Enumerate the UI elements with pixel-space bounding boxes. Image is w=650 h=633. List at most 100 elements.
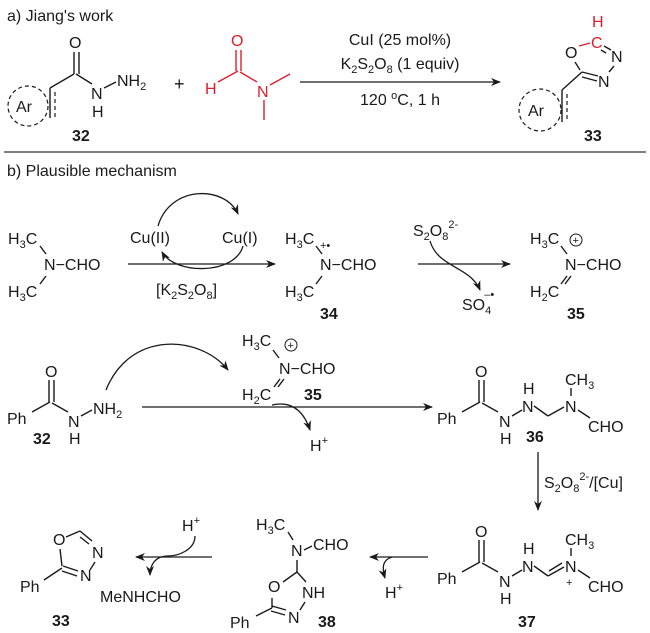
svg-text:H3C: H3C <box>8 284 37 304</box>
svg-text:Ph: Ph <box>437 411 457 428</box>
svg-text:H: H <box>523 541 535 558</box>
condition-temperature: 120 oC, 1 h <box>360 90 440 109</box>
cu-ii-label: Cu(II) <box>130 230 170 247</box>
compound-32-structure: Ar O N H NH2 <box>7 35 146 127</box>
compound-label-33a: 33 <box>584 128 602 145</box>
positive-charge-icon <box>284 338 298 352</box>
svg-text:N: N <box>499 414 511 431</box>
svg-text:N: N <box>291 543 303 560</box>
sulfate-radical: SO4–• <box>462 289 494 317</box>
compound-37-structure: Ph O N H N H N + CH3 CHO <box>437 524 624 608</box>
dmf-h: H <box>205 81 217 98</box>
svg-text:N: N <box>499 574 511 591</box>
proton-2: H+ <box>385 582 403 602</box>
proton-1: H+ <box>310 435 328 455</box>
condition-catalyst: CuI (25 mol%) <box>349 32 451 49</box>
compound-label-34: 34 <box>320 306 338 323</box>
svg-text:N: N <box>68 414 80 431</box>
compound-label-33b: 33 <box>52 613 70 630</box>
cu-i-label: Cu(I) <box>222 230 258 247</box>
svg-text:O: O <box>45 364 57 381</box>
svg-text:NH2: NH2 <box>93 401 122 421</box>
nh2-group: NH2 <box>117 73 146 93</box>
compound-label-36: 36 <box>526 429 544 446</box>
byproduct-label: MeNHCHO <box>100 589 181 606</box>
ring-n2: N <box>611 49 623 66</box>
svg-text:+: + <box>573 235 579 247</box>
section-a-heading: a) Jiang's work <box>7 8 114 25</box>
svg-text:O: O <box>53 532 65 549</box>
svg-text:H2C: H2C <box>530 284 559 304</box>
svg-text:Ph: Ph <box>230 615 250 632</box>
ar-ring-dashed <box>7 85 49 127</box>
svg-text:CH3: CH3 <box>565 532 594 552</box>
cu-cycle-top-arrow <box>157 193 239 227</box>
svg-text:H3C: H3C <box>242 333 271 353</box>
compound-label-35b: 35 <box>304 387 322 404</box>
svg-text:H2C: H2C <box>242 387 271 407</box>
cu-cycle-bottom-arrow <box>161 245 244 270</box>
compound-35-structure: H3C + N−CHO H2C <box>530 231 621 304</box>
red-carbon: C <box>591 35 603 52</box>
ar-ring-dashed <box>518 88 562 132</box>
plus-sign: + <box>174 74 185 94</box>
svg-text:+: + <box>566 577 572 589</box>
svg-text:N: N <box>565 559 577 576</box>
positive-charge-icon <box>569 233 583 247</box>
svg-text:Ph: Ph <box>437 571 457 588</box>
compound-36-structure: Ph O N H N H N CH3 CHO <box>437 364 624 448</box>
svg-text:NH: NH <box>302 585 325 602</box>
svg-text:H3C: H3C <box>285 231 314 251</box>
svg-text:N: N <box>522 559 534 576</box>
compound-label-35: 35 <box>567 306 585 323</box>
svg-text:N−CHO: N−CHO <box>44 257 100 274</box>
proton-loss-arrow-1 <box>271 403 311 431</box>
svg-text:N: N <box>92 545 104 562</box>
compound-38-structure: H3C N CHO O NH N Ph <box>230 517 349 632</box>
svg-text:CH3: CH3 <box>565 372 594 392</box>
dmf-structure: H O N <box>205 33 291 120</box>
compound-label-37: 37 <box>518 614 536 631</box>
svg-text:N: N <box>522 399 534 416</box>
svg-text:H3C: H3C <box>285 284 314 304</box>
svg-text:H: H <box>69 431 81 448</box>
svg-text:N−CHO: N−CHO <box>279 361 335 378</box>
ring-o: O <box>565 45 577 62</box>
compound-label-32b: 32 <box>33 431 51 448</box>
svg-text:N: N <box>565 399 577 416</box>
svg-text:CHO: CHO <box>588 579 624 596</box>
proton-loss-arrow-2 <box>378 556 393 579</box>
svg-text:N−CHO: N−CHO <box>320 257 376 274</box>
protonation-arrow <box>146 535 196 576</box>
proton-3: H+ <box>182 515 200 535</box>
compound-34-structure: H3C +• N−CHO H3C <box>285 231 376 304</box>
nh-h: H <box>92 104 104 121</box>
nucleophilic-attack-arrow <box>105 343 229 391</box>
svg-text:O: O <box>475 364 487 381</box>
ar-atom: Ar <box>16 99 33 116</box>
compound-33-final-structure: O N N Ph <box>20 530 104 596</box>
svg-text:H: H <box>523 381 535 398</box>
compound-35-inline-structure: H3C + N−CHO H2C <box>242 333 335 407</box>
svg-text:H: H <box>500 591 512 608</box>
svg-text:Ph: Ph <box>7 411 27 428</box>
dmf-o: O <box>231 33 243 50</box>
dmf-n: N <box>257 84 269 101</box>
oxidant-bracket: [K2S2O8] <box>156 282 217 302</box>
compound-label-38: 38 <box>318 614 336 631</box>
svg-text:H3C: H3C <box>8 231 37 251</box>
step4-reagent: S2O82-/[Cu] <box>544 471 623 495</box>
persulfate-reagent: S2O82- <box>413 219 458 243</box>
radical-cation: +• <box>320 240 330 252</box>
compound-label-32a: 32 <box>72 128 90 145</box>
svg-text:Ph: Ph <box>20 579 40 596</box>
section-b-heading: b) Plausible mechanism <box>7 163 177 180</box>
svg-text:N: N <box>80 568 92 585</box>
carbonyl-o: O <box>69 35 81 52</box>
svg-text:H: H <box>500 431 512 448</box>
svg-text:CHO: CHO <box>588 419 624 436</box>
svg-text:CHO: CHO <box>313 537 349 554</box>
ar-atom: Ar <box>528 103 545 120</box>
svg-text:O: O <box>268 579 280 596</box>
svg-text:O: O <box>475 524 487 541</box>
